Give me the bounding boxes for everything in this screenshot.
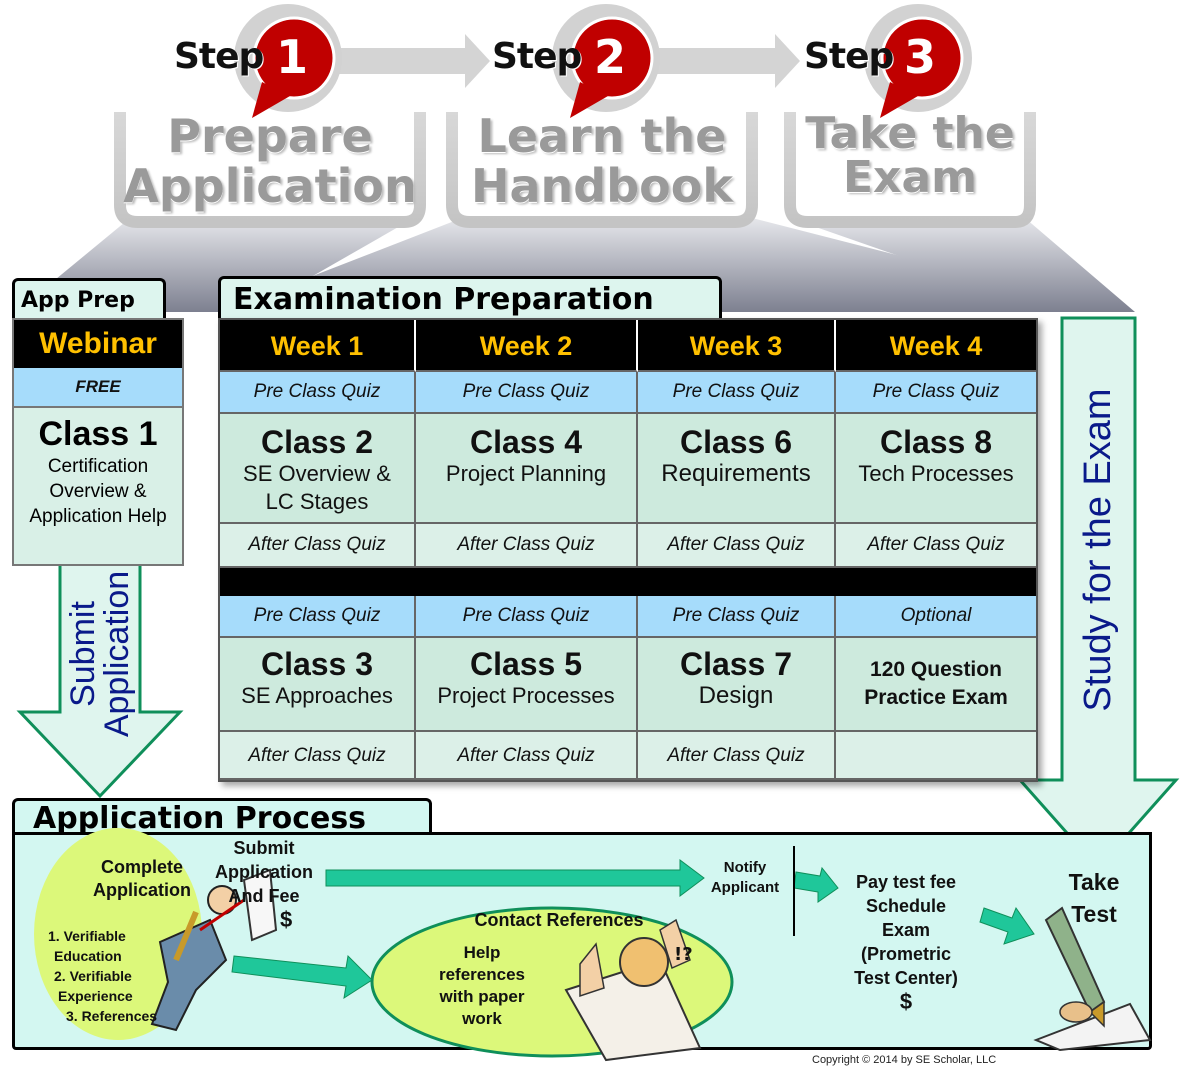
class-5-cell: Class 5 Project Processes [416,638,638,732]
step3-badge [880,16,964,118]
class-7-cell: Class 7 Design [638,638,836,732]
practice-exam-cell: 120 Question Practice Exam [836,638,1036,732]
funnel-step3 [790,218,1135,312]
after-quiz: After Class Quiz [220,732,416,780]
pay-schedule: Pay test fee Schedule Exam (Prometric Te… [854,872,958,1014]
after-quiz: After Class Quiz [836,524,1036,568]
pre-quiz: Pre Class Quiz [416,596,638,638]
study-arrow [1016,316,1180,871]
pre-quiz: Pre Class Quiz [638,596,836,638]
app-prep-column: Webinar FREE Class 1 Certification Overv… [12,318,184,566]
pre-quiz: Pre Class Quiz [638,372,836,414]
week-1-header: Week 1 [220,320,416,372]
arrow-to-pay [793,866,839,903]
step2-frame [446,112,758,228]
after-quiz: After Class Quiz [220,524,416,568]
after-quiz: After Class Quiz [416,732,638,780]
step2-label: Step [492,36,582,77]
pre-quiz: Pre Class Quiz [416,372,638,414]
optional-cell: Optional [836,596,1036,638]
week-3-header: Week 3 [638,320,836,372]
arrow-step2-to-3 [775,34,800,88]
arrow-to-notify [325,859,705,897]
class1-desc-3: Application Help [29,506,167,527]
pre-quiz: Pre Class Quiz [220,372,416,414]
class-3-cell: Class 3 SE Approaches [220,638,416,732]
submit-application-arrow [16,536,184,799]
application-process-tab: Application Process [12,798,432,836]
class1-desc-2: Overview & [49,481,147,502]
complete-ellipse [34,828,202,1040]
empty-cell [836,732,1036,780]
exam-prep-tab: Examination Preparation [218,276,722,320]
newspaper-reader-icon: !? [564,918,702,1062]
submit-fee: Submit Application And Fee $ [215,838,313,932]
class-2-cell: Class 2 SE Overview & LC Stages [220,414,416,524]
help-references: Help references with paper work [438,943,525,1028]
step3-frame [784,112,1036,228]
pen-test-icon [1033,906,1152,1052]
copyright: Copyright © 2014 by SE Scholar, LLC [812,1054,997,1066]
exam-prep-grid: Week 1 Week 2 Week 3 Week 4 Pre Class Qu… [218,318,1038,782]
after-quiz: After Class Quiz [416,524,638,568]
week-2-header: Week 2 [416,320,638,372]
arrow-to-take [979,906,1035,945]
arrow-step1-to-2 [465,34,490,88]
week-4-header: Week 4 [836,320,1036,372]
step1-badge [252,16,336,118]
pre-quiz: Pre Class Quiz [836,372,1036,414]
requirements-list: 1. Verifiable Education 2. Verifiable Ex… [48,928,158,1024]
step2-badge [570,16,654,118]
class-8-cell: Class 8 Tech Processes [836,414,1036,524]
class1-desc-1: Certification [47,456,149,477]
step2-number: 2 [594,30,627,84]
running-man-icon [150,868,278,1032]
class-4-cell: Class 4 Project Planning [416,414,638,524]
row-separator [220,568,1036,596]
step1-number: 1 [276,30,309,84]
after-quiz: After Class Quiz [638,732,836,780]
class-6-cell: Class 6 Requirements [638,414,836,524]
contact-references: Contact References [474,910,644,930]
after-quiz: After Class Quiz [638,524,836,568]
step1-frame [114,112,426,228]
step3-label: Step [804,36,894,77]
class1-title: Class 1 [38,415,158,453]
app-prep-tab: App Prep [12,278,166,320]
svg-text:!?: !? [674,944,693,965]
arrow-to-contact [231,954,373,1000]
pre-quiz: Pre Class Quiz [220,596,416,638]
step3-number: 3 [904,30,937,84]
webinar-free: FREE [14,368,182,408]
webinar-header: Webinar [14,320,182,368]
step1-label: Step [174,36,264,77]
